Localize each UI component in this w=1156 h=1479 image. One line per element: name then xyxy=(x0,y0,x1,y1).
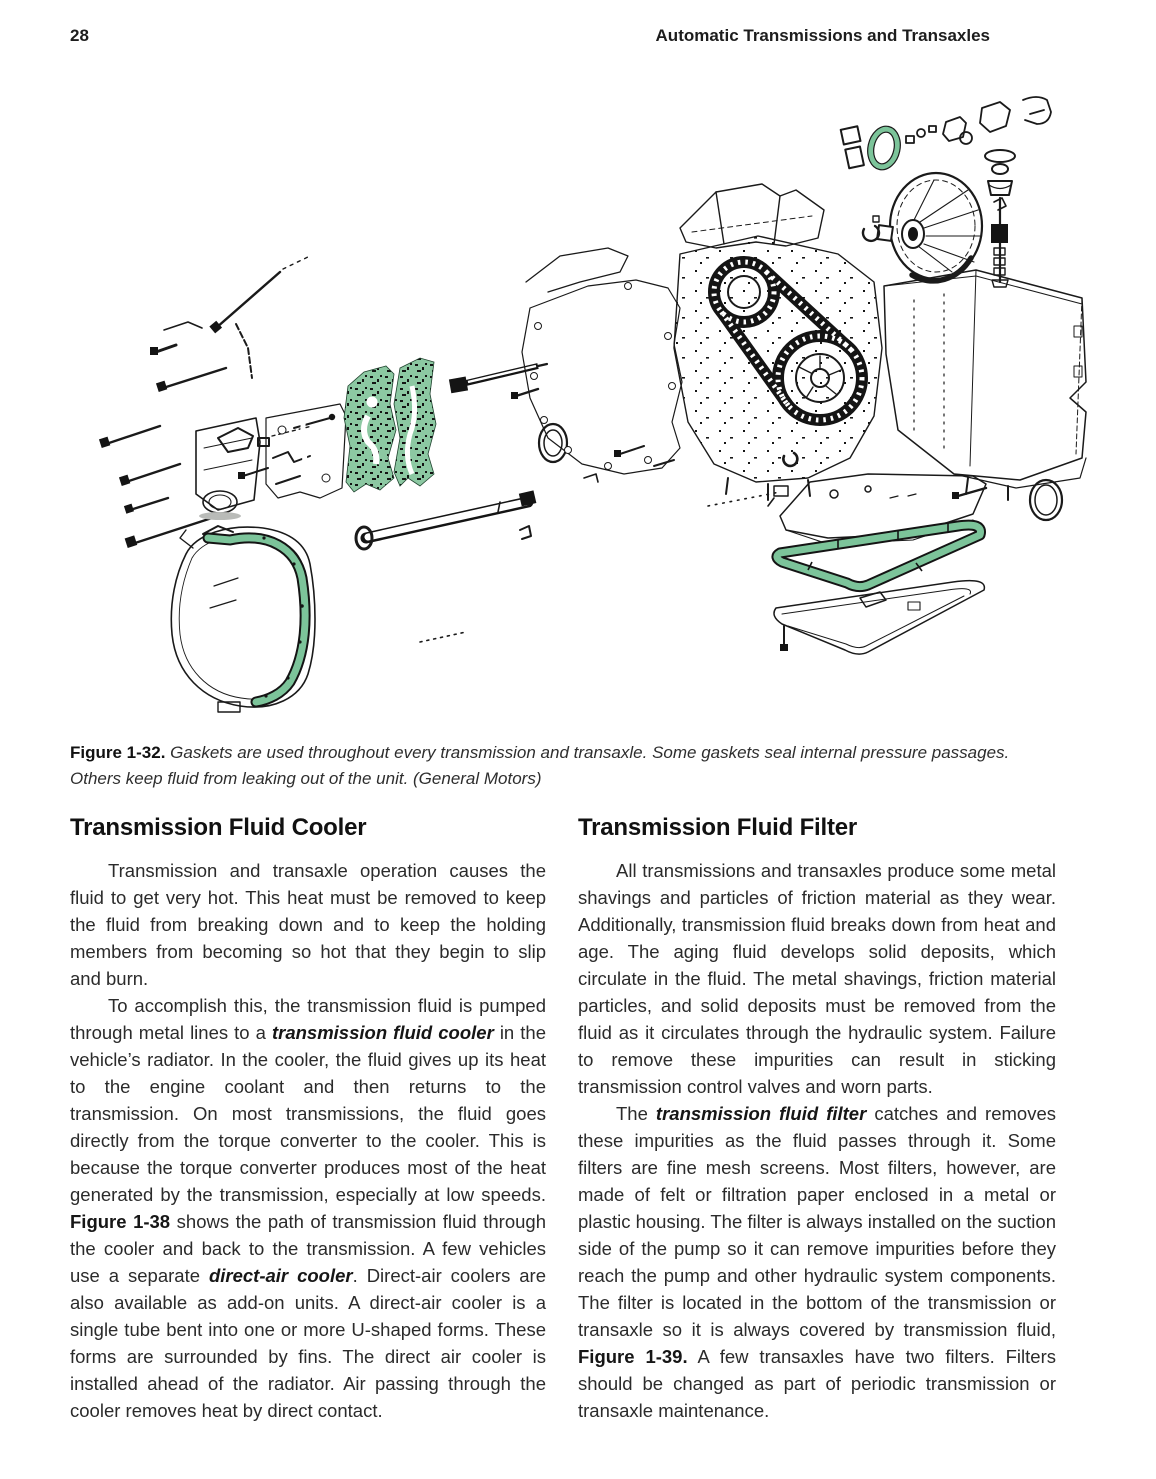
oil-pan-drawing xyxy=(773,579,986,655)
heading-transmission-fluid-cooler: Transmission Fluid Cooler xyxy=(70,814,367,841)
retainer-clip-drawing xyxy=(782,451,799,468)
valve-body-gaskets-highlight xyxy=(343,357,437,493)
long-tube-drawing xyxy=(354,490,537,643)
paragraph: Transmission and transaxle operation cau… xyxy=(70,860,546,990)
small-shaft-drawing xyxy=(448,362,549,399)
valve-body-drawing xyxy=(265,403,347,499)
pump-body-drawing xyxy=(521,247,683,475)
drive-chain-drawing xyxy=(708,256,868,426)
heading-transmission-fluid-filter: Transmission Fluid Filter xyxy=(578,814,858,841)
transmission-case-drawing xyxy=(883,269,1087,501)
right-o-ring-drawing xyxy=(1028,478,1064,522)
figure-caption: Figure 1-32. Gaskets are used throughout… xyxy=(70,740,1060,791)
top-small-parts-drawing xyxy=(839,96,1052,171)
figure-caption-label: Figure 1-32. xyxy=(70,743,166,762)
o-ring-drawing xyxy=(537,422,569,464)
linkage-cluster-drawing xyxy=(163,321,336,485)
column-left: Transmission Fluid Cooler Transmission a… xyxy=(70,814,547,1424)
paragraph: The transmission fluid filter catches an… xyxy=(578,1103,1056,1422)
paragraph: All transmissions and transaxles produce… xyxy=(578,860,1056,1098)
figure-1-32 xyxy=(68,86,1092,734)
filter-pan-group xyxy=(767,451,987,655)
oil-pan-gasket-highlight xyxy=(771,519,986,593)
loose-bolts-drawing xyxy=(98,255,311,548)
misc-fasteners-drawing xyxy=(583,445,675,483)
side-cover-drawing xyxy=(170,525,316,713)
torque-converter-drawing xyxy=(861,171,984,284)
page-number: 28 xyxy=(70,26,89,45)
speedo-parts-drawing xyxy=(984,149,1016,288)
running-head: Automatic Transmissions and Transaxles xyxy=(655,26,990,45)
small-gasket-highlight xyxy=(867,125,901,171)
servo-block-drawing xyxy=(195,417,261,520)
figure-1-32-diagram xyxy=(98,96,1087,713)
side-cover-gasket-highlight xyxy=(202,532,311,708)
paragraph: To accomplish this, the transmission flu… xyxy=(70,995,547,1422)
figure-caption-text: Gaskets are used throughout every transm… xyxy=(70,743,1010,788)
column-right: Transmission Fluid Filter All transmissi… xyxy=(578,814,1056,1424)
